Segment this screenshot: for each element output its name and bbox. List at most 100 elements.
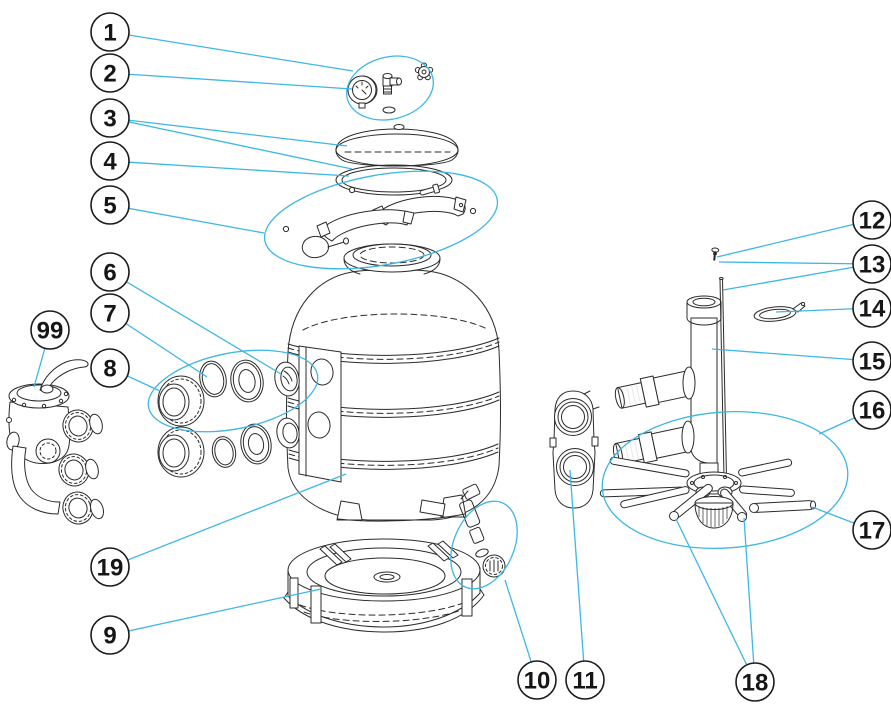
leader-line: [109, 160, 350, 177]
tank-foot: [336, 500, 363, 521]
callout-number: 9: [103, 623, 116, 650]
callout-bubble: [852, 244, 891, 284]
loose-lateral: [749, 500, 816, 513]
callout-18: 18: [675, 517, 775, 702]
bulkhead-fitting-group-ellipse: [147, 349, 319, 433]
callout-9: 9: [90, 588, 322, 655]
tube-clip: [753, 301, 806, 322]
lid-o-ring: [335, 164, 453, 196]
clamp-group-ellipse: [263, 170, 499, 270]
callout-1: 1: [90, 12, 354, 72]
callout-number: 11: [572, 668, 597, 695]
clamp-half-left: [321, 209, 412, 242]
lateral-ball-tip: [737, 512, 747, 522]
callout-bubble: [90, 185, 130, 225]
elbow-fitting: [382, 73, 402, 95]
callout-number: 7: [103, 301, 116, 328]
callout-bubble: [852, 390, 891, 430]
callout-15: 15: [711, 341, 891, 381]
strainer-dome: [694, 502, 734, 529]
collector-hub-assembly: [599, 456, 795, 529]
callout-bubble: [517, 660, 557, 700]
leader-line: [722, 263, 873, 291]
callout-bubble: [90, 141, 130, 181]
callout-bubble: [852, 341, 891, 381]
valve-bottom-elbow: [11, 445, 61, 515]
callout-5: 5: [90, 185, 265, 234]
callout-3: 3: [90, 98, 353, 170]
callout-12: 12: [716, 200, 891, 258]
callout-number: 2: [103, 61, 116, 88]
leader-line: [569, 469, 586, 681]
standpipe: [681, 295, 722, 476]
port-washer-upper: [230, 359, 264, 403]
drain-group-ellipse: [450, 500, 518, 590]
callout-number: 1: [103, 20, 116, 47]
tank-port-upper: [274, 361, 300, 397]
lateral-assembly-group-ellipse: [601, 410, 849, 550]
filter-tank: [274, 243, 501, 522]
leader-line: [743, 517, 756, 683]
base: [283, 538, 485, 633]
callout-bubble: [852, 510, 891, 550]
clamp-knob: [301, 235, 349, 259]
callout-4: 4: [90, 141, 350, 181]
leader-line: [109, 117, 348, 147]
lower-pipe-socket: [681, 420, 695, 454]
clamp-screw: [419, 183, 440, 196]
leader-line: [109, 588, 322, 636]
callout-bubble: [90, 293, 130, 333]
callout-bubble: [90, 12, 130, 52]
callout-number: 4: [103, 149, 117, 176]
callout-19: 19: [90, 473, 347, 587]
leader-line: [109, 117, 353, 170]
callout-bubble: [90, 348, 130, 388]
callout-number: 16: [859, 398, 886, 425]
callout-number: 99: [37, 318, 64, 345]
callout-2: 2: [90, 53, 353, 93]
multiport-valve: [6, 359, 104, 525]
callout-6: 6: [90, 252, 282, 375]
callout-bubble: [90, 252, 130, 292]
lateral-ball-tip: [669, 511, 679, 521]
callout-99: 99: [30, 310, 70, 388]
callout-number: 12: [859, 208, 886, 235]
clamp-assembly: [282, 183, 477, 259]
union-nut-lower: [157, 426, 205, 478]
callout-number: 15: [859, 349, 886, 376]
callout-bubble: [852, 200, 891, 240]
bulkhead-fittings: [157, 359, 272, 478]
leader-line: [718, 261, 873, 265]
callout-number: 18: [742, 670, 769, 697]
callout-bubble: [565, 660, 605, 700]
leader-line: [109, 204, 265, 234]
callout-8: 8: [90, 348, 161, 392]
union-nut-upper: [157, 375, 205, 427]
gauge-purge-group: [347, 62, 434, 114]
callout-number: 6: [103, 260, 116, 287]
upper-pipe-socket: [682, 366, 696, 400]
leader-line: [109, 72, 353, 90]
valve-cover: [8, 383, 70, 409]
callout-11: 11: [565, 469, 605, 700]
callout-17: 17: [811, 506, 891, 550]
callout-bubble: [30, 310, 70, 350]
gauge-gasket: [382, 106, 396, 114]
port-washer-lower: [240, 423, 272, 465]
drain-plug-set: [459, 490, 506, 578]
purge-valve-knob: [414, 62, 434, 81]
lid: [335, 124, 459, 167]
callout-16: 16: [818, 390, 891, 435]
air-tube: [719, 277, 727, 479]
callout-number: 8: [103, 356, 116, 383]
leader-line: [675, 518, 756, 683]
leader-line: [109, 271, 282, 375]
pressure-gauge: [347, 75, 378, 109]
leader-line: [716, 219, 873, 258]
leader-line: [109, 473, 347, 568]
callout-number: 3: [103, 106, 116, 133]
callout-number: 10: [524, 668, 551, 695]
callout-bubble: [90, 547, 130, 587]
air-tube-screw: [711, 247, 720, 261]
